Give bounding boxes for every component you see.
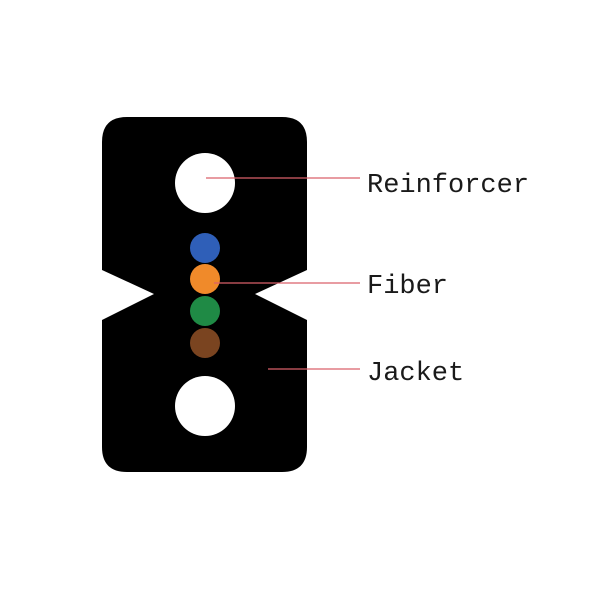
jacket-label: Jacket <box>367 359 464 389</box>
fiber-green <box>190 296 220 326</box>
reinforcer-bottom <box>175 376 235 436</box>
reinforcer-label: Reinforcer <box>367 171 529 201</box>
fiber-blue <box>190 233 220 263</box>
fiber-orange <box>190 264 220 294</box>
reinforcer-top <box>175 153 235 213</box>
jacket-shape <box>102 117 307 472</box>
fiber-label: Fiber <box>367 272 448 302</box>
fiber-brown <box>190 328 220 358</box>
